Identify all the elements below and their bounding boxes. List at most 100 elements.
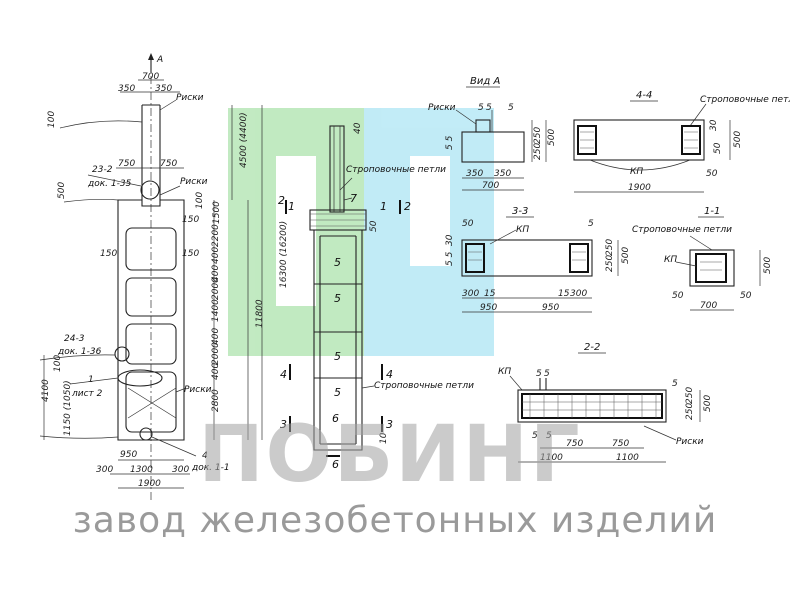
num-5a: 5 — [334, 256, 341, 269]
section-11-title: 1-1 — [704, 206, 720, 217]
dim-10: 10 — [379, 432, 389, 444]
dim-100-left-low: 100 — [53, 355, 63, 372]
section-44-title: 4-4 — [636, 90, 652, 101]
dim-400-d: 400 — [211, 363, 221, 380]
dim-1150: 1150 (1050) — [63, 380, 73, 436]
section-33-dim-55: 5 5 — [445, 251, 455, 266]
dim-750-right: 750 — [160, 159, 177, 169]
dim-top-700: 700 — [142, 72, 159, 82]
num-5d: 5 — [334, 386, 341, 399]
section-33-dim-300b: 300 — [570, 289, 587, 299]
dim-2200: 2200 — [211, 224, 221, 247]
section-11-dim-50b: 50 — [740, 291, 752, 301]
dim-11800: 11800 — [255, 299, 265, 328]
section-33-dim-300a: 300 — [462, 289, 479, 299]
section-33-dim-15b: 15 — [558, 289, 570, 299]
section-3-3: 3-3 КП 50 30 5 5 5 250 250 500 300 15 15… — [445, 206, 631, 313]
dim-150-left: 150 — [100, 249, 117, 259]
section-33-dim-50: 50 — [462, 219, 474, 229]
section-44-dim-30: 30 — [709, 119, 719, 131]
num-6b: 6 — [332, 458, 339, 471]
section-33-dim-250b: 250 — [605, 255, 615, 272]
dim-16300: 16300 (16200) — [279, 221, 289, 288]
watermark-cutout-right — [410, 156, 450, 266]
section-11-kp: КП — [664, 255, 677, 265]
section-33-dim-15a: 15 — [484, 289, 496, 299]
section-33-dim-250a: 250 — [605, 239, 615, 256]
dim-950: 950 — [120, 450, 137, 460]
view-a-dim-500: 500 — [547, 129, 557, 146]
section-4-4: 4-4 Строповочные петли КП 30 500 50 50 1… — [573, 90, 790, 193]
section-44-dim-50b: 50 — [706, 169, 718, 179]
section-33-dim-950a: 950 — [480, 303, 497, 313]
callout-23-2: 23-2 — [92, 165, 113, 175]
callout-24-3-doc: док. 1-36 — [57, 347, 102, 357]
watermark-brand: ПОБИНГ — [198, 410, 582, 500]
dim-4500: 4500 (4400) — [239, 112, 249, 168]
dim-350-left: 350 — [118, 84, 135, 94]
callout-4-doc: док. 1-1 — [191, 463, 230, 473]
section-33-dim-500: 500 — [621, 247, 631, 264]
view-a-dim-5b: 5 — [486, 103, 492, 113]
label-riski-mid: Риски — [180, 177, 208, 187]
label-riski-low: Риски — [184, 385, 212, 395]
section-22-riski: Риски — [676, 437, 704, 447]
cut-1-left: 1 — [288, 200, 295, 213]
view-a-dim-350b: 350 — [494, 169, 511, 179]
section-33-title: 3-3 — [512, 206, 528, 217]
dim-1500: 1500 — [212, 201, 222, 224]
cut-2-left: 2 — [278, 194, 285, 207]
section-11-loops: Строповочные петли — [632, 225, 732, 235]
dim-300-left: 300 — [96, 465, 113, 475]
dim-100-top: 100 — [47, 111, 57, 128]
section-44-dim-1900: 1900 — [628, 183, 651, 193]
view-a-dim-250a: 250 — [533, 127, 543, 144]
dim-150-b: 150 — [182, 249, 199, 259]
view-a: Вид А Риски 5 5 5 5 5 250 250 500 350 35… — [428, 76, 557, 191]
watermark-cutout-left — [276, 156, 316, 306]
cut-4-right: 4 — [386, 368, 393, 381]
view-a-dim-350a: 350 — [466, 169, 483, 179]
watermark-tagline: завод железобетонных изделий — [72, 500, 718, 541]
section-11-dim-500: 500 — [763, 257, 773, 274]
section-22-dim-750b: 750 — [612, 439, 629, 449]
view-a-dim-5a: 5 — [478, 103, 484, 113]
dim-40: 40 — [353, 122, 363, 134]
dim-1400: 1400 — [211, 299, 221, 322]
num-5b: 5 — [334, 292, 341, 305]
dim-2000-b: 2000 — [211, 342, 221, 365]
section-22-dim-5c: 5 — [672, 379, 678, 389]
callout-1: 1 — [88, 375, 94, 385]
cut-2-right: 2 — [404, 200, 411, 213]
section-11-dim-700: 700 — [700, 301, 717, 311]
section-1-1: 1-1 Строповочные петли КП 500 50 50 700 — [632, 206, 773, 311]
section-44-dim-500: 500 — [733, 131, 743, 148]
num-7: 7 — [350, 192, 357, 205]
main-elevation: A 700 350 350 Риски 100 23-2 док. 1-35 7… — [39, 53, 289, 500]
section-22-dim-250b: 250 — [685, 403, 695, 420]
section-22-dim-1100a: 1100 — [540, 453, 563, 463]
section-22-title: 2-2 — [584, 342, 600, 353]
callout-23-2-doc: док. 1-35 — [87, 179, 132, 189]
dim-300-right: 300 — [172, 465, 189, 475]
dim-350-right: 350 — [155, 84, 172, 94]
section-11-dim-50a: 50 — [672, 291, 684, 301]
dim-2800: 2800 — [211, 389, 221, 412]
section-22-dim-1100b: 1100 — [616, 453, 639, 463]
dim-100-right: 100 — [195, 192, 205, 209]
dim-2000-a: 2000 — [211, 277, 221, 300]
view-a-dim-250b: 250 — [533, 143, 543, 160]
cut-1-right: 1 — [380, 200, 387, 213]
cut-3-left: 3 — [280, 418, 287, 431]
label-loops-low: Строповочные петли — [374, 381, 474, 391]
watermark-logo — [228, 108, 494, 356]
section-33-dim-5: 5 — [588, 219, 594, 229]
section-22-kp: КП — [498, 367, 511, 377]
dim-4100: 4100 — [41, 379, 51, 402]
section-22-dim-250a: 250 — [685, 387, 695, 404]
view-a-dim-700: 700 — [482, 181, 499, 191]
cut-3-right: 3 — [386, 418, 393, 431]
section-33-dim-950b: 950 — [542, 303, 559, 313]
section-22-dim-500: 500 — [703, 395, 713, 412]
